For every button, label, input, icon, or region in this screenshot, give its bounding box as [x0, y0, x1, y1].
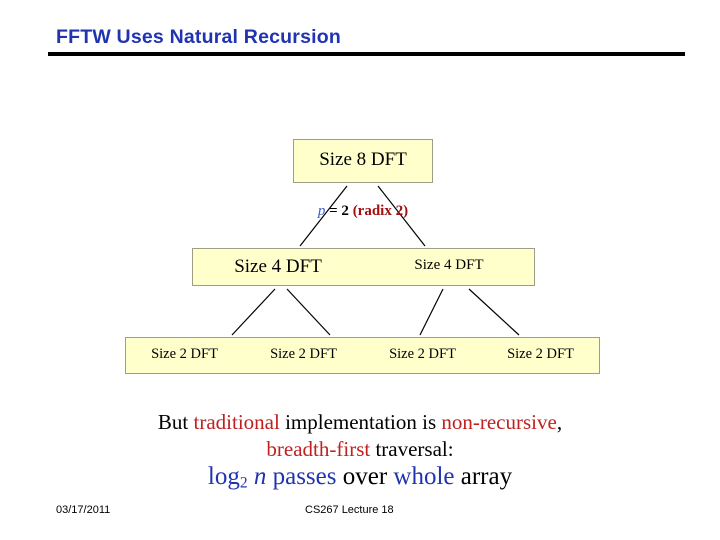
node-size-2-dft-label-3: Size 2 DFT: [389, 346, 456, 362]
page-title: FFTW Uses Natural Recursion: [56, 26, 341, 48]
node-size-8-dft: [293, 139, 433, 183]
node-size-2-dft-label-1: Size 2 DFT: [151, 346, 218, 362]
node-size-2-dft-label-4: Size 2 DFT: [507, 346, 574, 362]
node-size-8-dft-label: Size 8 DFT: [319, 149, 407, 170]
prose-text-3: ,: [556, 410, 563, 434]
footer-course-label: CS267 Lecture 18: [305, 504, 394, 516]
punchline-array: array: [454, 463, 513, 490]
prose-highlight-traditional: traditional: [193, 410, 280, 434]
radix-equals: = 2: [329, 203, 349, 219]
punchline-n: n: [253, 463, 267, 490]
prose-text-4: traversal:: [370, 436, 454, 461]
node-row-size-2-dft: [125, 337, 600, 374]
footer-date: 03/17/2011: [56, 504, 111, 516]
prose-highlight-breadth-first: breadth-first: [266, 436, 371, 461]
prose-text-2: implementation is: [279, 410, 442, 434]
radix-annotation: p = 2 (radix 2): [263, 203, 463, 220]
node-size-2-dft-label-2: Size 2 DFT: [270, 346, 337, 362]
node-size-4-dft-label-left: Size 4 DFT: [234, 256, 322, 277]
node-size-4-dft-label-right: Size 4 DFT: [414, 257, 484, 273]
radix-variable: p: [317, 203, 326, 219]
title-divider: [48, 52, 685, 56]
punchline-block: log2 n passes over whole array: [60, 463, 660, 492]
prose-text-1: But: [157, 410, 194, 434]
punchline-log: log: [207, 463, 240, 490]
punchline-whole: whole: [393, 463, 455, 490]
punchline-log-base: 2: [239, 474, 248, 492]
radix-paren-note: (radix 2): [352, 203, 409, 219]
prose-highlight-non-recursive: non-recursive: [441, 410, 557, 434]
node-row-size-4-dft: [192, 248, 535, 286]
punchline-passes: passes: [266, 463, 337, 490]
prose-block: But traditional implementation is non-re…: [60, 409, 660, 463]
punchline-over: over: [336, 463, 394, 490]
